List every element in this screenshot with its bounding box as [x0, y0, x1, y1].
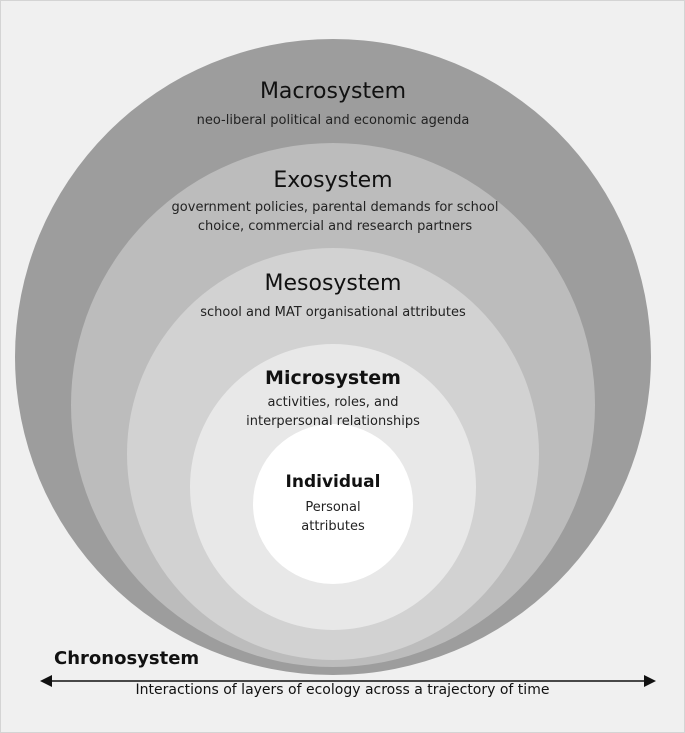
macrosystem-title: Macrosystem — [259, 79, 407, 104]
individual-title: Individual — [285, 472, 381, 492]
individual-desc: Personal attributes — [301, 500, 365, 534]
mesosystem-title: Mesosystem — [264, 271, 402, 296]
microsystem-desc: activities, roles, and interpersonal rel… — [246, 395, 420, 429]
chronosystem-title: Chronosystem — [54, 648, 200, 669]
macrosystem-desc: neo-liberal political and economic agend… — [196, 113, 470, 128]
exosystem-desc: government policies, parental demands fo… — [171, 200, 499, 234]
exosystem-title: Exosystem — [273, 168, 393, 193]
chronosystem-desc: Interactions of layers of ecology across… — [135, 682, 550, 698]
double-headed-arrow-icon — [40, 675, 656, 687]
mesosystem-desc: school and MAT organisational attributes — [200, 305, 466, 320]
individual-ring — [253, 424, 413, 584]
microsystem-title: Microsystem — [265, 367, 401, 389]
